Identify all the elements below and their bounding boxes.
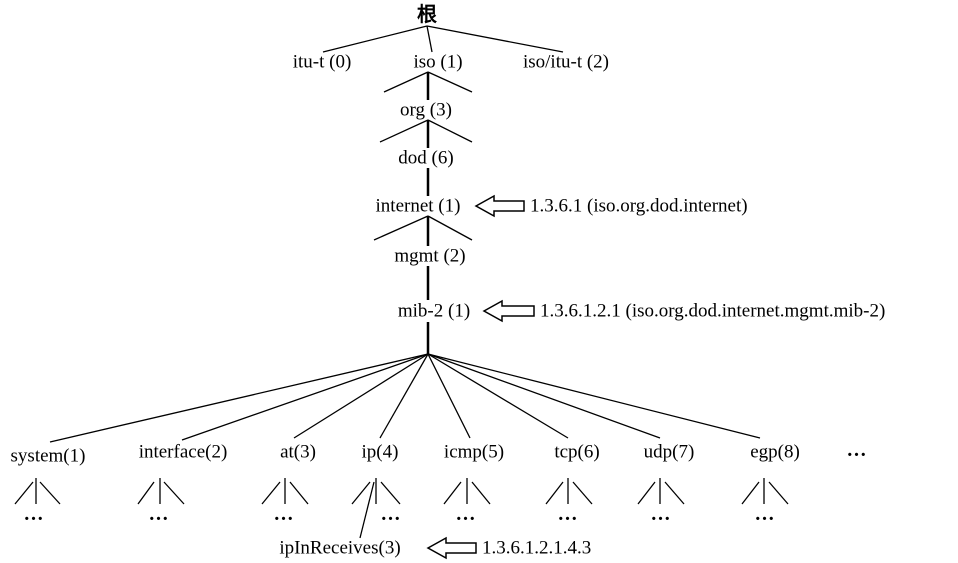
arrow-internet-icon <box>474 194 525 218</box>
node-iso: iso (1) <box>413 51 463 73</box>
edge-mib2-system <box>49 353 429 443</box>
edge-mib2-tcp <box>427 353 569 439</box>
edge-mib2-udp <box>427 353 661 439</box>
node-internet: internet (1) <box>375 195 461 217</box>
ellipsis-at: … <box>273 503 295 525</box>
node-ip: ip(4) <box>361 441 399 463</box>
node-ipinreceives: ipInReceives(3) <box>279 537 401 559</box>
node-at: at(3) <box>280 441 316 463</box>
stubs-egp <box>741 478 789 505</box>
branch-iso-right <box>427 71 473 93</box>
annotation-ipinreceives-oid: 1.3.6.1.2.1.4.3 <box>482 537 592 559</box>
node-interface: interface(2) <box>138 441 228 463</box>
stubs-tcp <box>545 478 593 505</box>
stubs-at <box>261 478 309 505</box>
edge-root-iso <box>426 25 433 53</box>
ellipsis-interface: … <box>148 503 170 525</box>
edge-root-itu-t <box>322 25 428 53</box>
node-dod: dod (6) <box>398 147 454 169</box>
node-egp: egp(8) <box>750 441 800 463</box>
annotation-internet-oid: 1.3.6.1 (iso.org.dod.internet) <box>530 195 748 217</box>
ellipsis-tcp: … <box>557 503 579 525</box>
edge-mib2-ip <box>379 353 429 439</box>
edge-mib2-icmp <box>427 353 471 439</box>
stubs-interface <box>137 478 185 505</box>
branch-org-right <box>427 119 473 143</box>
stubs-ip <box>351 478 401 505</box>
node-tcp: tcp(6) <box>554 441 600 463</box>
branch-internet-left <box>373 215 429 241</box>
node-system: system(1) <box>10 445 86 467</box>
node-mib2: mib-2 (1) <box>397 300 471 322</box>
node-mgmt: mgmt (2) <box>394 245 466 267</box>
node-udp: udp(7) <box>643 441 695 463</box>
node-icmp: icmp(5) <box>443 441 505 463</box>
annotation-mib2-oid: 1.3.6.1.2.1 (iso.org.dod.internet.mgmt.m… <box>540 300 886 322</box>
node-org: org (3) <box>400 99 452 121</box>
arrow-mib2-icon <box>482 299 535 323</box>
more-children-ellipsis: … <box>846 439 868 461</box>
tree-root-label: 根 <box>417 2 437 26</box>
edge-mib2-at <box>293 353 429 439</box>
node-iso-itu-t: iso/itu-t (2) <box>522 51 610 73</box>
ellipsis-system: … <box>23 503 45 525</box>
edge-mib2-interface <box>181 353 429 441</box>
stubs-udp <box>637 478 685 505</box>
edge-root-iso-itu-t <box>426 25 564 53</box>
node-itu-t: itu-t (0) <box>292 51 352 73</box>
arrow-ipinreceives-icon <box>426 536 477 560</box>
branch-iso-left <box>383 71 429 93</box>
branch-org-left <box>379 119 429 143</box>
stubs-icmp <box>443 478 491 505</box>
branch-internet-right <box>427 215 473 241</box>
edge-ip-ipinreceives <box>359 481 375 539</box>
edge-mib2-egp <box>427 353 761 439</box>
ellipsis-udp: … <box>650 503 672 525</box>
ellipsis-egp: … <box>754 503 776 525</box>
ellipsis-icmp: … <box>455 503 477 525</box>
ellipsis-ip: … <box>380 503 402 525</box>
stubs-system <box>14 478 61 505</box>
